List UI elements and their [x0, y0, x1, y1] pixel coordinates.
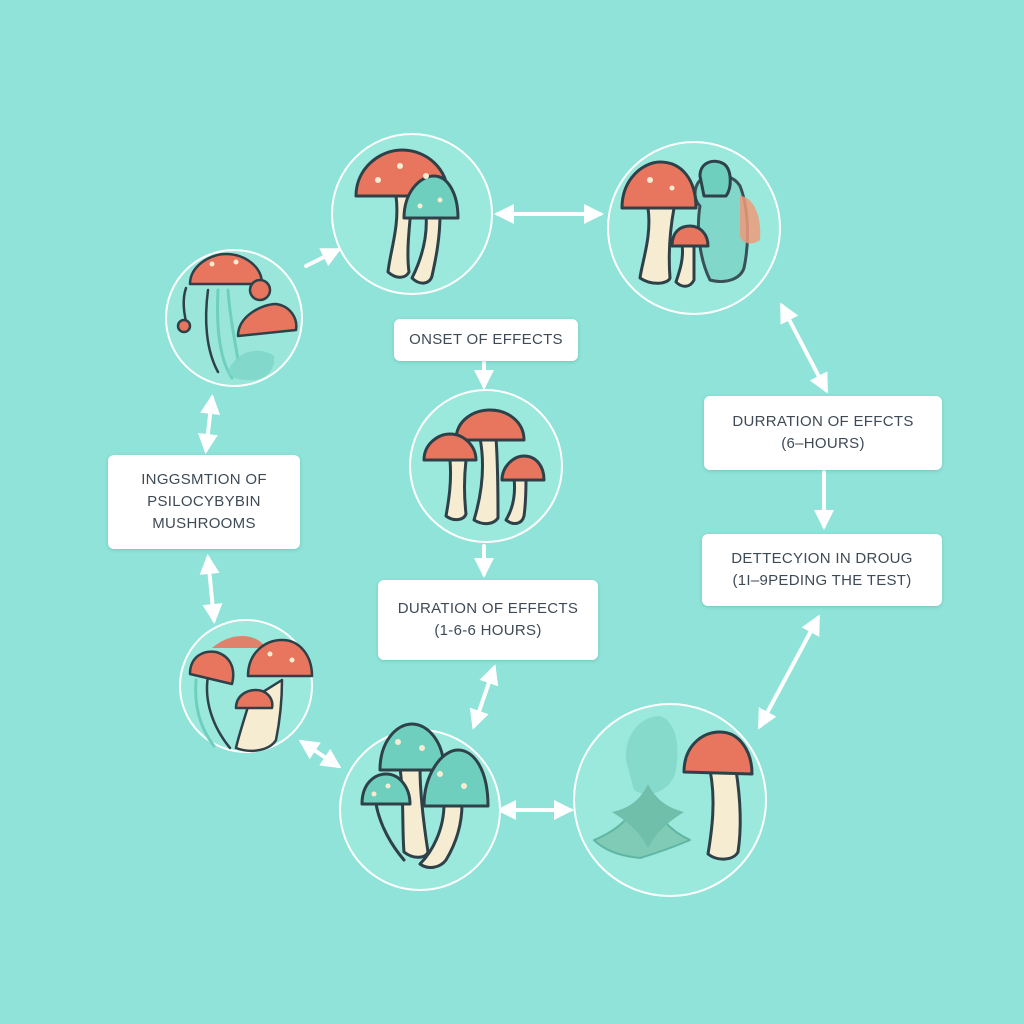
label-detection: DETTECYION IN DROUG (1I–9PEDING THE TEST…: [702, 534, 942, 606]
connector-arrows: [197, 204, 834, 820]
detection-line-2: (1I–9PEDING THE TEST): [732, 572, 912, 589]
arrow-lowerleft-bottom: [298, 739, 342, 769]
arrow-detection-bottomright: [758, 614, 820, 730]
onset-line-1: ONSET OF EFFECTS: [409, 331, 563, 348]
teal-mushroom-pair-icon: [360, 722, 490, 869]
duration-right-line-2: (6–HOURS): [781, 435, 865, 452]
duration-center-line-2: (1-6-6 HOURS): [434, 622, 542, 639]
ingestion-line-1: INGGSMTION OF: [141, 471, 267, 488]
label-onset-of-effects: ONSET OF EFFECTS: [394, 319, 578, 361]
ingestion-line-3: MUSHROOMS: [152, 515, 256, 532]
label-duration-center: DURATION OF EFFECTS (1-6-6 HOURS): [378, 580, 598, 660]
mixed-mushroom-icon: [188, 636, 314, 752]
mushroom-pair-icon: [354, 148, 460, 285]
jellyfish-mushroom-icon: [176, 252, 298, 381]
arrow-upperleft-ingestion: [197, 394, 221, 454]
detection-line-1: DETTECYION IN DROUG: [731, 550, 913, 567]
arrow-duration-bottom: [469, 664, 499, 730]
mushroom-with-leaves-icon: [593, 716, 754, 861]
label-ingestion: INGGSMTION OF PSILOCYBYBIN MUSHROOMS: [108, 455, 300, 549]
duration-center-line-1: DURATION OF EFFECTS: [397, 600, 579, 617]
mushroom-trio-icon: [422, 408, 546, 526]
arrow-upperleft-to-topleft: [304, 248, 342, 268]
mushroom-cluster-icon: [620, 159, 761, 288]
label-duration-right: DURRATION OF EFFCTS (6–HOURS): [704, 396, 942, 470]
arrow-topright-duration: [780, 302, 828, 394]
duration-right-line-1: DURRATION OF EFFCTS: [732, 413, 914, 430]
ingestion-line-2: PSILOCYBYBIN: [147, 493, 261, 510]
arrow-ingestion-lowerleft: [199, 554, 223, 624]
